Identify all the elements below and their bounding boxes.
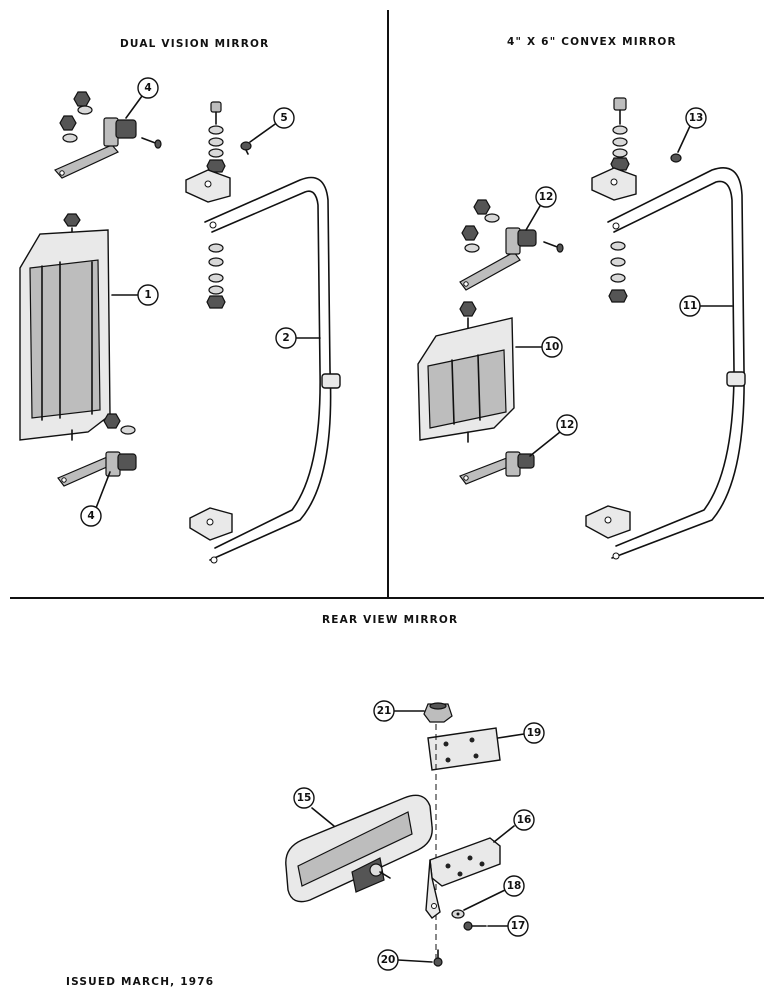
issued-date: ISSUED MARCH, 1976: [66, 976, 214, 988]
mount-plate-bottom-left: [189, 507, 233, 541]
callout-13: 13: [677, 107, 707, 153]
svg-text:20: 20: [381, 954, 396, 966]
callout-21: 21: [373, 700, 425, 722]
mid-washers-left: [206, 243, 226, 309]
callout-5: 5: [249, 107, 295, 143]
mount-plate-top-left: [185, 169, 231, 203]
callout-18: 18: [463, 875, 525, 911]
callout-19: 19: [497, 722, 545, 744]
washer-18: [451, 909, 465, 919]
lower-bracket-12: [459, 451, 535, 485]
svg-text:21: 21: [377, 705, 392, 717]
dual-vision-assembly: 4 5 1 2 4: [19, 77, 341, 564]
small-screw-13: [670, 153, 682, 163]
callout-16: 16: [493, 809, 535, 843]
convex-mirror-assembly: 12 13 11 10 12: [417, 97, 746, 560]
rear-view-mirror-15: [285, 794, 433, 903]
lower-bracket-4: [57, 451, 137, 487]
mount-plate-top-right: [591, 167, 637, 201]
svg-text:10: 10: [545, 341, 560, 353]
plate-19: [427, 727, 501, 771]
upper-bolt-right: [543, 241, 564, 253]
callout-20: 20: [377, 949, 433, 971]
mid-washers-right: [608, 241, 628, 303]
callout-1: 1: [111, 284, 159, 306]
screw-stack-left: [206, 101, 226, 173]
svg-text:17: 17: [511, 920, 526, 932]
upper-bolt-left: [141, 137, 162, 149]
svg-text:12: 12: [560, 419, 575, 431]
bracket-16: [425, 837, 501, 919]
callout-12-upper: 12: [525, 186, 557, 231]
svg-text:5: 5: [280, 112, 287, 124]
upper-bracket-12: [459, 227, 537, 291]
mirror-arm-11: [607, 167, 746, 560]
svg-text:4: 4: [144, 82, 151, 94]
callout-11: 11: [679, 295, 733, 317]
rear-view-mirror-assembly: 21 19 15 16 18 17 20: [285, 700, 545, 971]
svg-text:2: 2: [282, 332, 289, 344]
svg-text:11: 11: [683, 300, 698, 312]
top-nuts-right: [461, 199, 500, 253]
callout-4-upper: 4: [125, 77, 159, 119]
screw-20: [433, 949, 443, 967]
svg-text:12: 12: [539, 191, 554, 203]
screw-17: [463, 921, 487, 931]
callout-12-lower: 12: [529, 414, 578, 457]
callout-2: 2: [275, 327, 321, 349]
callout-10: 10: [515, 336, 563, 358]
nut-21: [423, 702, 453, 723]
svg-text:16: 16: [517, 814, 532, 826]
dual-vision-mirror-1: [19, 213, 111, 441]
svg-text:19: 19: [527, 727, 542, 739]
convex-mirror-10: [417, 317, 515, 443]
svg-text:18: 18: [507, 880, 522, 892]
screw-stack-right: [610, 97, 630, 171]
mount-plate-bottom-right: [585, 505, 631, 539]
svg-text:4: 4: [87, 510, 94, 522]
callout-17: 17: [487, 915, 529, 937]
callout-4-lower: 4: [80, 471, 111, 527]
svg-text:1: 1: [144, 289, 151, 301]
small-screw-5: [240, 141, 252, 155]
upper-bracket-4: [54, 117, 137, 179]
top-nuts-left: [59, 91, 93, 143]
svg-text:13: 13: [689, 112, 704, 124]
lower-nuts-left: [103, 413, 136, 435]
section-title-rear-view: REAR VIEW MIRROR: [322, 614, 458, 626]
mirror-arm-2: [204, 176, 341, 564]
section-title-convex: 4" X 6" CONVEX MIRROR: [507, 36, 677, 48]
section-title-dual-vision: DUAL VISION MIRROR: [120, 38, 269, 50]
svg-text:15: 15: [297, 792, 312, 804]
callout-15: 15: [293, 787, 335, 827]
